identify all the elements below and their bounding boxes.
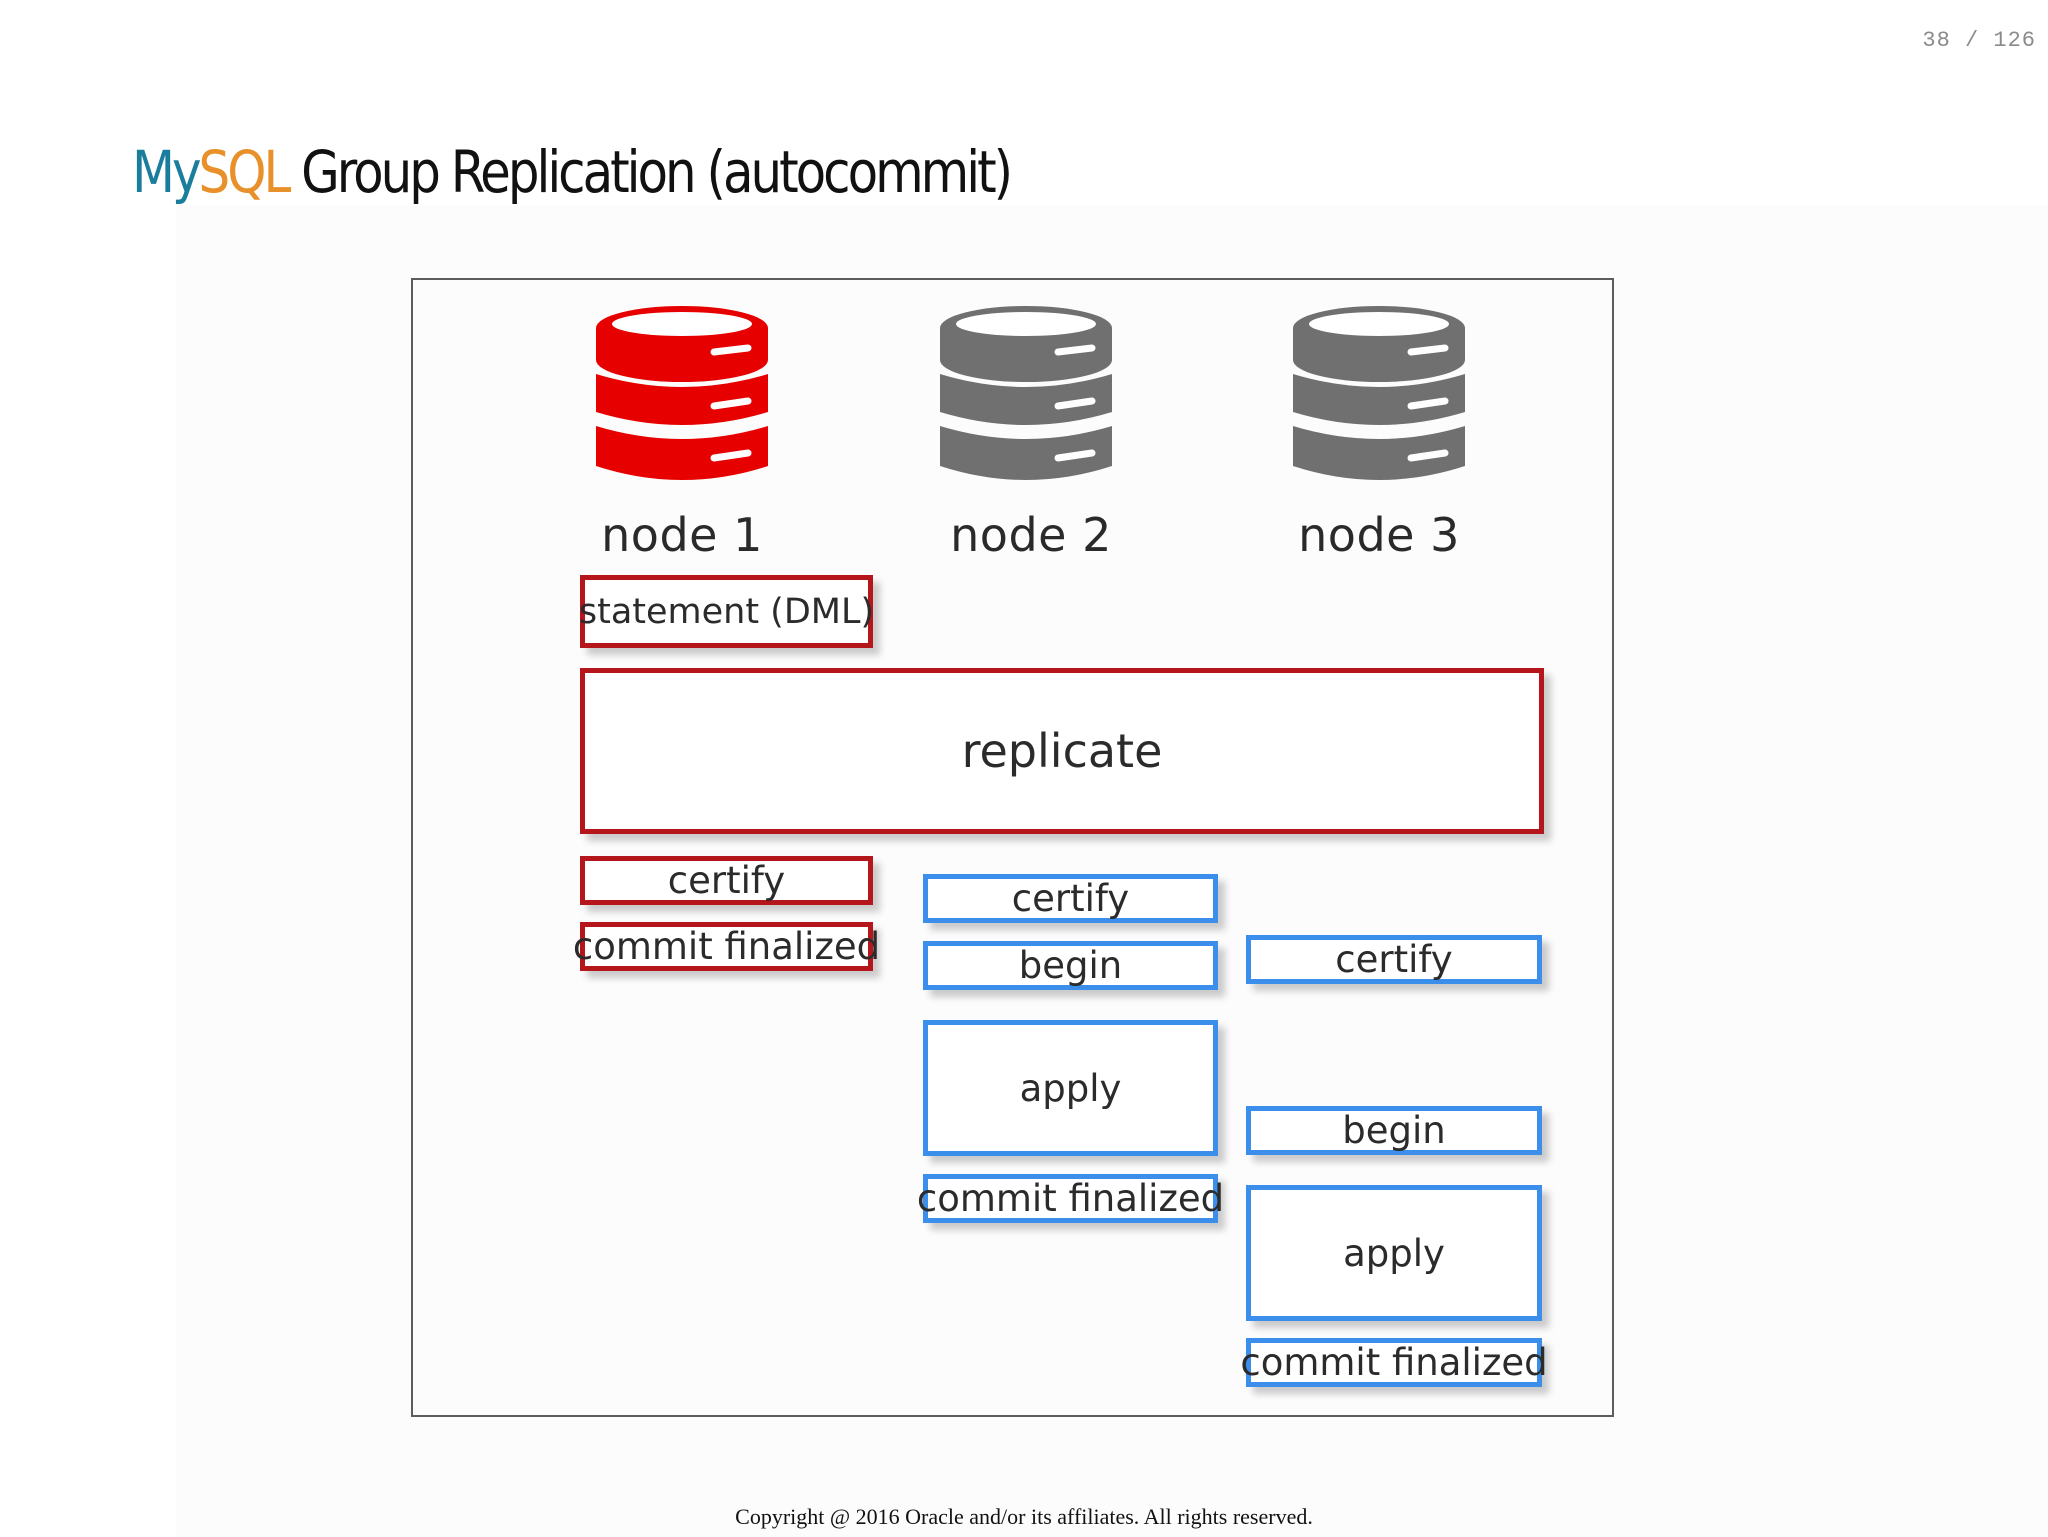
slide-title: MySQL Group Replication (autocommit) <box>132 132 1013 212</box>
statement-dml-box: statement (DML) <box>579 575 874 648</box>
page-counter: 38 / 126 <box>1922 28 2036 53</box>
node-1-certify-box: certify <box>580 856 873 905</box>
node-2-certify-box: certify <box>923 874 1218 923</box>
database-icon <box>940 306 1112 480</box>
node-2-commit-finalized-box: commit finalized <box>917 1174 1224 1223</box>
node-3-begin-box: begin <box>1246 1106 1542 1155</box>
node-2-label: node 2 <box>950 508 1112 562</box>
node-1-label: node 1 <box>601 508 763 562</box>
node-3-commit-finalized-box: commit finalized <box>1240 1338 1548 1387</box>
replicate-box: replicate <box>580 668 1544 834</box>
copyright-footer: Copyright @ 2016 Oracle and/or its affil… <box>735 1504 1313 1529</box>
node-3-label: node 3 <box>1298 508 1460 562</box>
replication-diagram: node 1 node 2 <box>411 278 1614 1417</box>
title-sql: SQL <box>198 138 292 206</box>
node-2-apply-box: apply <box>923 1020 1218 1156</box>
title-my: My <box>132 138 202 206</box>
database-icon <box>596 306 768 480</box>
database-icon <box>1293 306 1465 480</box>
title-rest: Group Replication (autocommit) <box>288 138 1013 206</box>
node-3-apply-box: apply <box>1246 1185 1542 1321</box>
node-2-begin-box: begin <box>923 941 1218 990</box>
node-1-commit-finalized-box: commit finalized <box>573 922 880 971</box>
node-3-certify-box: certify <box>1246 935 1542 984</box>
